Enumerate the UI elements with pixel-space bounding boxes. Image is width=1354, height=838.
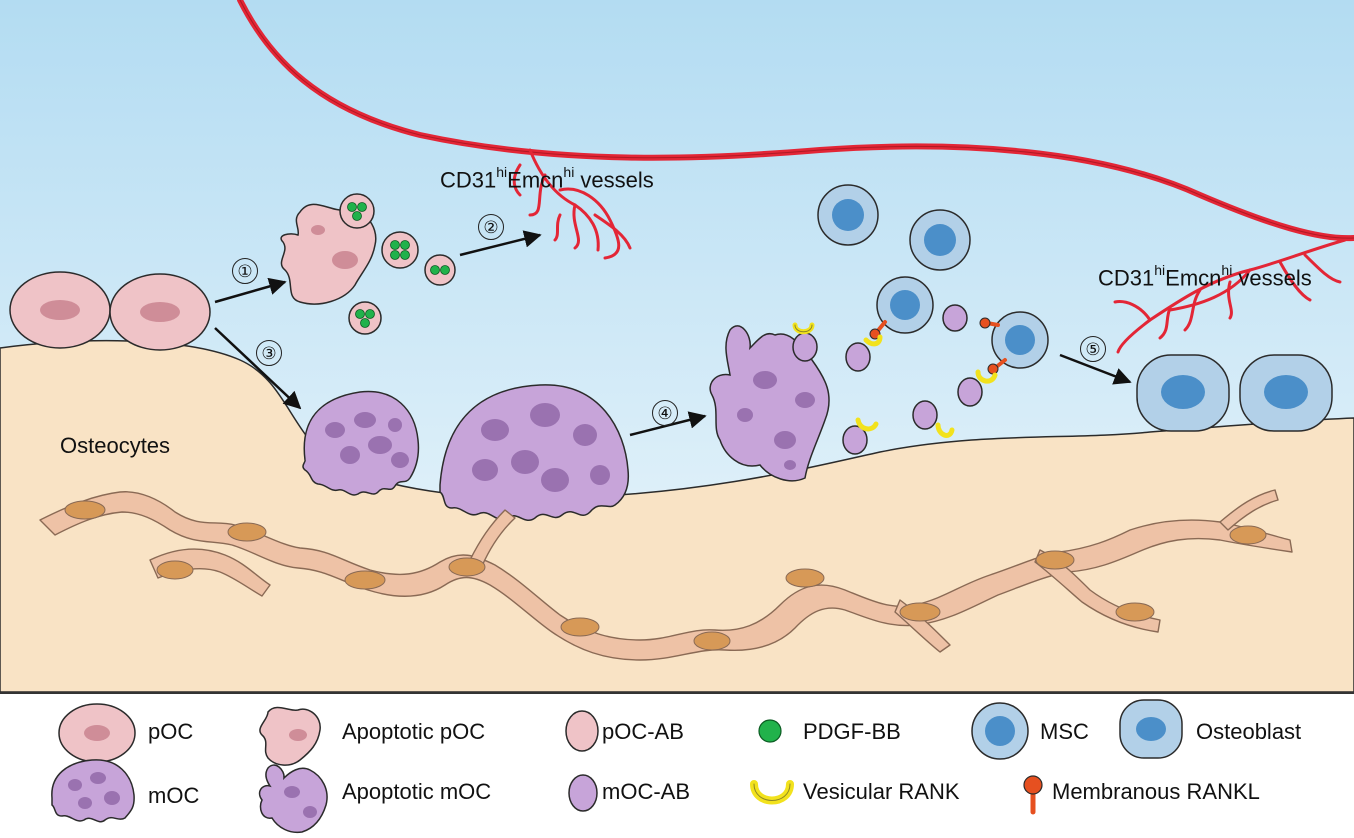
bone-matrix — [0, 339, 1354, 693]
moc-ab-particle — [845, 334, 883, 372]
msc-cell — [876, 276, 934, 334]
poc-cell — [9, 271, 111, 349]
legend-vesicular-rank-icon — [750, 780, 794, 805]
osteocytes-label: Osteocytes — [60, 433, 171, 458]
branching-vessel-right — [1113, 238, 1347, 354]
poc-ab-particle — [339, 193, 375, 229]
legend-poc-ab-label: pOC-AB — [602, 719, 684, 744]
legend-apoptotic-moc-label: Apoptotic mOC — [342, 779, 492, 804]
poc-ab-particle — [381, 231, 419, 269]
legend-moc-icon — [51, 759, 135, 823]
moc-ab-particle — [942, 304, 968, 332]
legend-poc-ab-icon — [565, 710, 599, 752]
poc-ab-particle — [424, 254, 456, 286]
legend-membranous-rankl-icon — [1023, 775, 1043, 815]
legend-apoptotic-poc-icon — [259, 706, 321, 766]
legend-membranous-rankl-label: Membranous RANKL — [1052, 779, 1260, 804]
legend-osteoblast-icon — [1119, 699, 1183, 759]
legend-poc-icon — [58, 703, 136, 763]
legend-moc-label: mOC — [148, 783, 200, 808]
msc-cell — [909, 209, 971, 271]
poc-ab-particle — [348, 301, 382, 335]
legend-poc-label: pOC — [148, 719, 194, 744]
legend-vesicular-rank-label: Vesicular RANK — [803, 779, 960, 804]
legend-msc-label: MSC — [1040, 719, 1089, 744]
legend-pdgf-bb-label: PDGF-BB — [803, 719, 901, 744]
legend-osteoblast-label: Osteoblast — [1196, 719, 1302, 744]
moc-ab-particle — [842, 417, 879, 455]
osteoblast-cell — [1239, 354, 1333, 432]
moc-ab-particle — [957, 369, 998, 407]
membranous-rankl — [869, 317, 1007, 375]
step-3-marker: ③ — [256, 340, 282, 366]
step-5-marker: ⑤ — [1080, 336, 1106, 362]
legend-pdgf-bb-icon — [758, 719, 782, 743]
moc-cell — [439, 384, 630, 521]
poc-cell — [109, 273, 211, 351]
osteocyte-nuclei — [64, 500, 1267, 651]
step-4-marker: ④ — [652, 400, 678, 426]
vessel-label-top: CD31hiEmcnhi vessels — [440, 164, 654, 193]
legend-moc-ab-label: mOC-AB — [602, 779, 690, 804]
legend-divider — [0, 692, 1354, 694]
moc-ab-particle — [792, 322, 818, 362]
branching-vessel-top — [512, 148, 632, 260]
legend-moc-ab-icon — [568, 774, 598, 812]
apoptotic-moc — [709, 325, 830, 482]
legend-apoptotic-moc-icon — [258, 764, 328, 834]
legend-msc-icon — [971, 702, 1029, 760]
moc-ab-particle — [912, 400, 955, 438]
moc-cell — [302, 390, 420, 496]
legend-apoptotic-poc-label: Apoptotic pOC — [342, 719, 486, 744]
step-2-marker: ② — [478, 214, 504, 240]
vessel-label-right: CD31hiEmcnhi vessels — [1098, 262, 1312, 291]
osteoblast-cell — [1136, 354, 1230, 432]
msc-cell — [991, 311, 1049, 369]
osteocyte-network — [39, 489, 1293, 661]
step-1-marker: ① — [232, 258, 258, 284]
msc-cell — [817, 184, 879, 246]
